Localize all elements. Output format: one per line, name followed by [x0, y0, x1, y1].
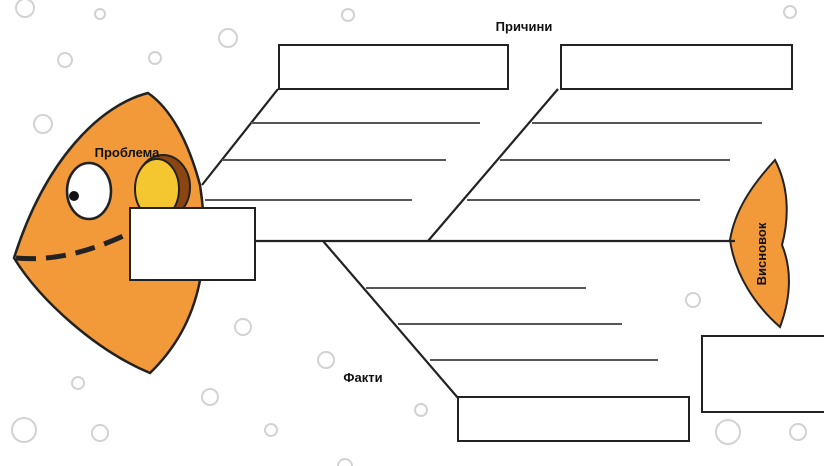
bone-upper-right	[427, 88, 559, 242]
fish-head	[12, 91, 206, 375]
fact-box[interactable]	[457, 396, 690, 442]
bone-upper-left	[201, 88, 279, 186]
tail-fin	[728, 158, 790, 329]
mouth-line	[15, 225, 142, 262]
bone-lower	[322, 240, 459, 399]
boxes	[129, 44, 824, 442]
bubble-decoration	[11, 0, 807, 466]
problem-box[interactable]	[129, 207, 256, 281]
causes-label: Причини	[496, 19, 553, 34]
conclusion-box[interactable]	[701, 335, 824, 413]
cause-box-left[interactable]	[278, 44, 509, 90]
eye-right-icon	[134, 154, 191, 220]
cause-box-right[interactable]	[560, 44, 793, 90]
rib-lines	[205, 122, 762, 361]
facts-label: Факти	[343, 370, 382, 385]
problem-label: Проблема	[95, 145, 161, 160]
bones	[201, 88, 735, 399]
eye-left-icon	[65, 161, 113, 221]
conclusion-label: Висновок	[754, 222, 769, 285]
